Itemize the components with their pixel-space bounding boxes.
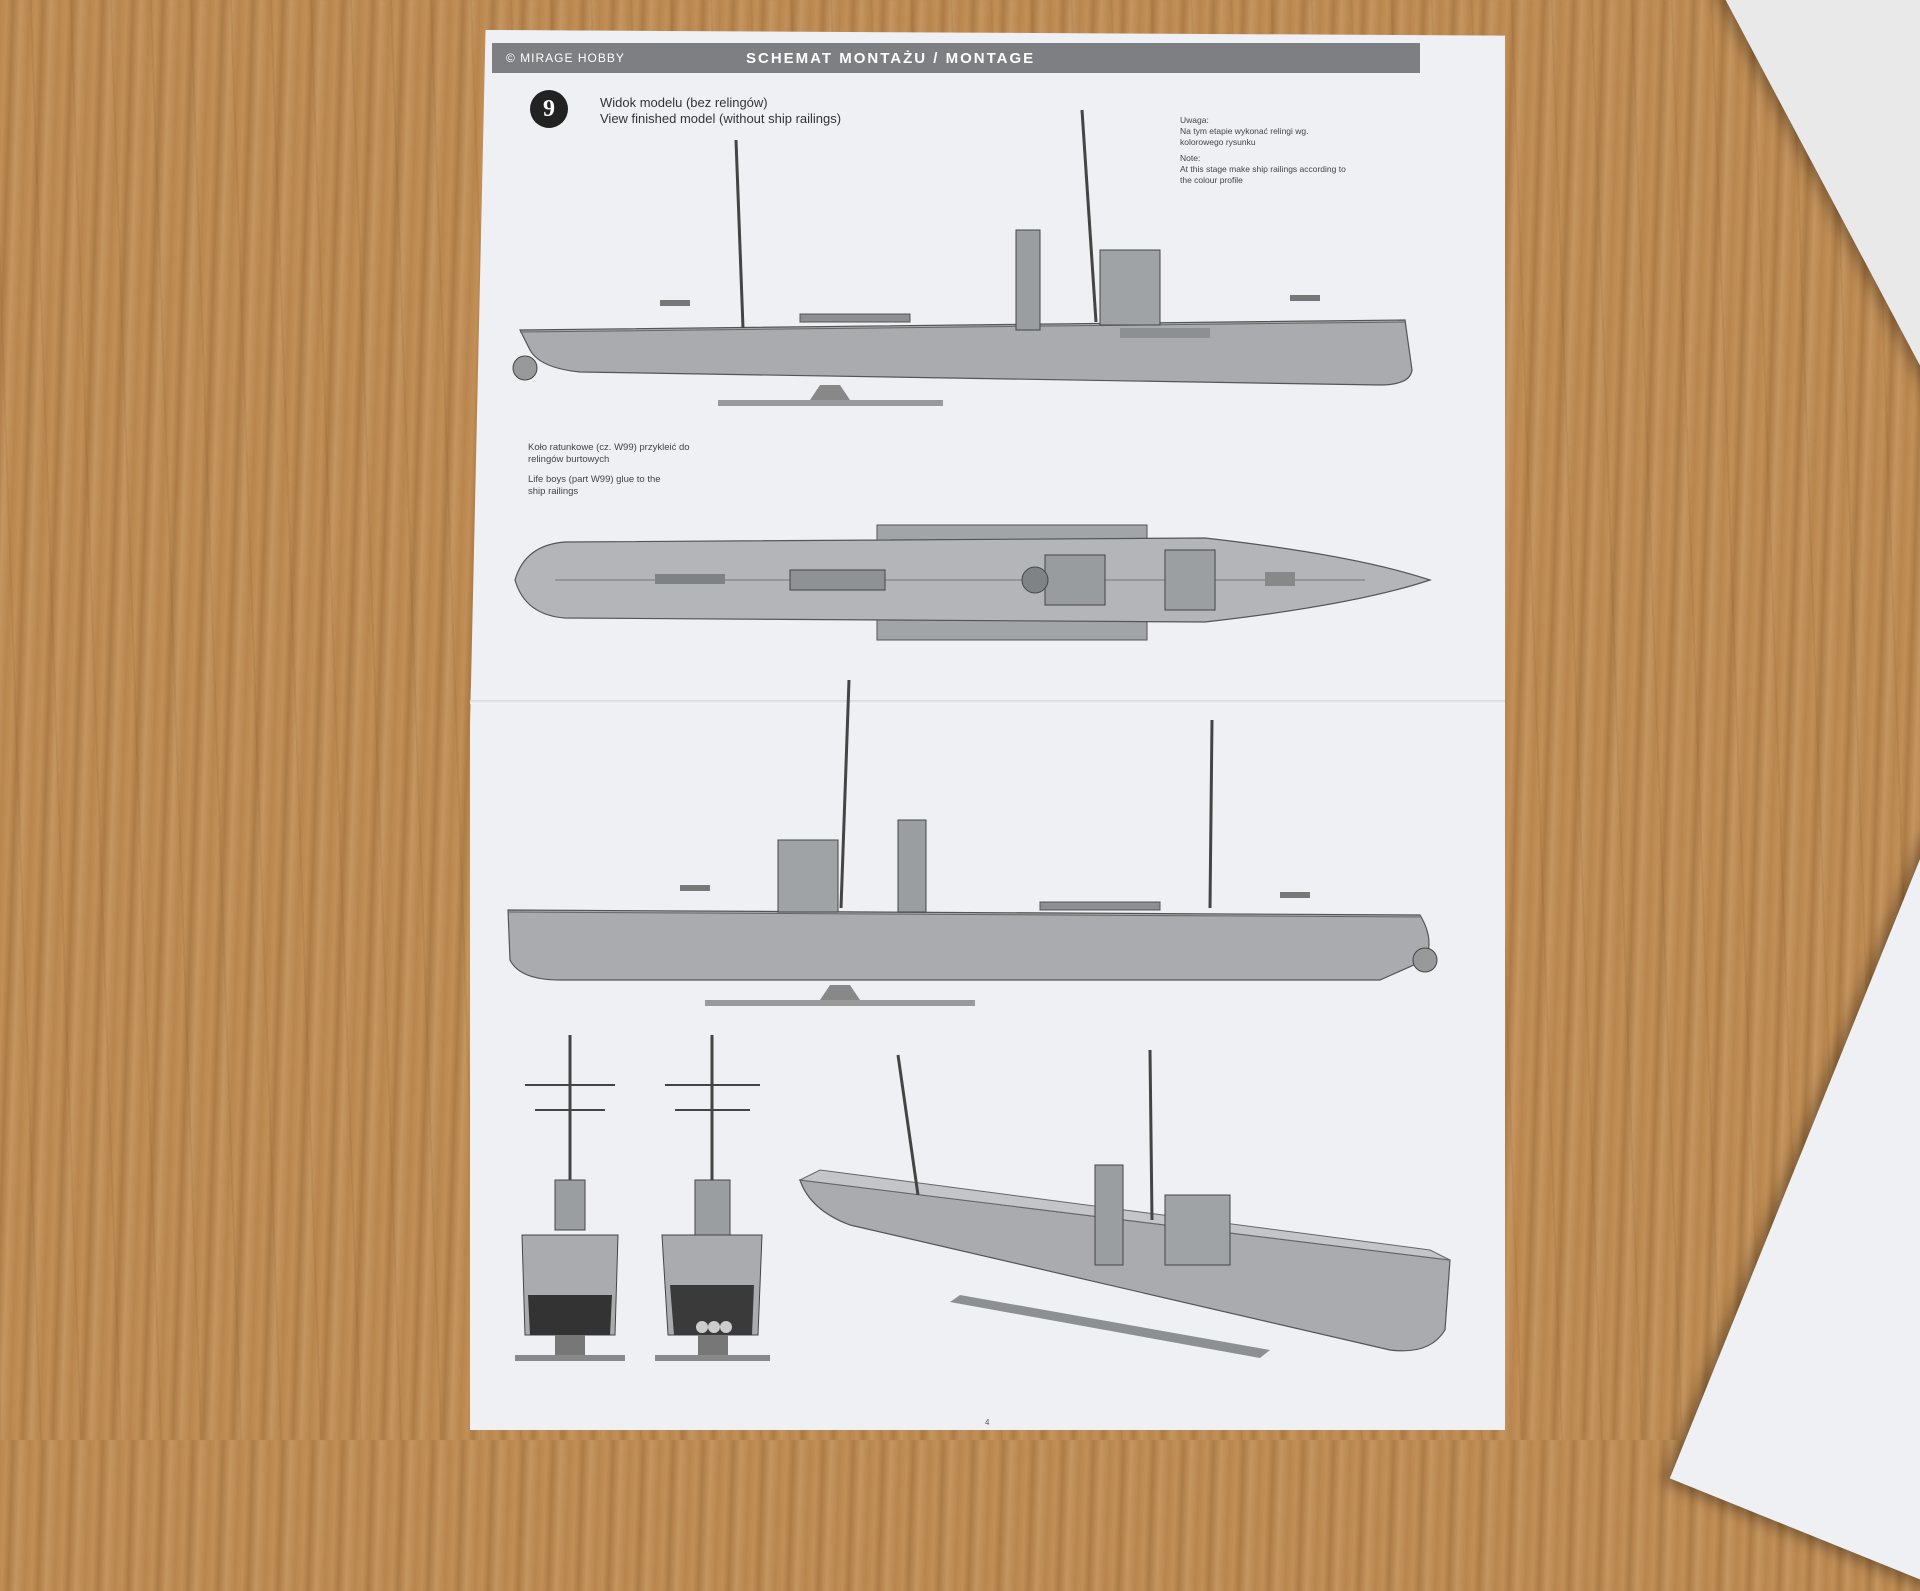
bridge bbox=[1099, 249, 1161, 326]
header-bar: © MIRAGE HOBBY SCHEMAT MONTAŻU / MONTAGE bbox=[492, 43, 1420, 73]
aft-mast-2 bbox=[1208, 719, 1214, 909]
ship-top-view bbox=[514, 524, 1432, 641]
ship-side-view-bottom bbox=[507, 680, 1438, 1006]
funnel bbox=[1015, 229, 1041, 331]
page-number: 4 bbox=[985, 1418, 990, 1427]
header-title: SCHEMAT MONTAŻU / MONTAGE bbox=[746, 49, 1036, 67]
note-pl-text: Na tym etapie wykonać relingi wg. koloro… bbox=[1180, 126, 1309, 147]
note-pl-title: Uwaga: bbox=[1180, 115, 1209, 125]
aft-mast bbox=[734, 139, 745, 329]
lifebuoy-note-en: Life boys (part W99) glue to the ship ra… bbox=[528, 474, 661, 497]
step-number-badge: 9 bbox=[530, 90, 568, 128]
display-stand bbox=[810, 385, 850, 400]
bridge-2 bbox=[777, 839, 839, 913]
note-en-text: At this stage make ship railings accordi… bbox=[1180, 164, 1346, 185]
caption-english: View finished model (without ship railin… bbox=[600, 111, 842, 126]
rudder bbox=[512, 355, 538, 381]
ship-front-view bbox=[515, 1035, 625, 1361]
brand-label: © MIRAGE HOBBY bbox=[506, 51, 625, 65]
hull-shape-2 bbox=[507, 909, 1430, 981]
step-caption: Widok modelu (bez relingów) View finishe… bbox=[600, 95, 841, 127]
ship-side-view-top bbox=[512, 109, 1413, 406]
railings-note: Uwaga: Na tym etapie wykonać relingi wg.… bbox=[1180, 115, 1350, 186]
display-stand-2 bbox=[820, 985, 860, 1000]
ship-perspective-view bbox=[798, 1050, 1451, 1358]
lifebuoy-note: Koło ratunkowe (cz. W99) przykleić do re… bbox=[528, 442, 698, 498]
lifebuoy-note-pl: Koło ratunkowe (cz. W99) przykleić do re… bbox=[528, 442, 690, 465]
note-en-title: Note: bbox=[1180, 153, 1201, 163]
ship-rear-view bbox=[655, 1035, 770, 1361]
hull-perspective bbox=[799, 1179, 1451, 1352]
rudder-2 bbox=[1412, 947, 1438, 973]
fore-mast-2 bbox=[839, 680, 851, 909]
caption-polish: Widok modelu (bez relingów) bbox=[600, 95, 768, 110]
funnel-2 bbox=[897, 819, 927, 913]
sheet-fold-line bbox=[470, 700, 1505, 704]
fore-mast bbox=[1080, 109, 1098, 323]
hull-shape bbox=[519, 319, 1413, 386]
